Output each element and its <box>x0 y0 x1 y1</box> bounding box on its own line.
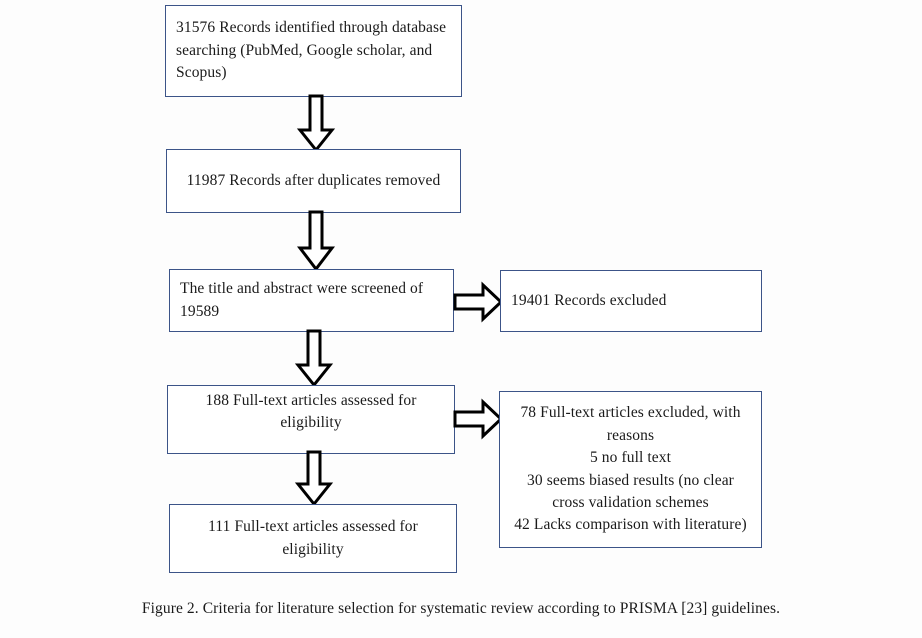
flow-box-fulltext-excluded-reasons-label: 78 Full-text articles excluded, with rea… <box>514 404 747 534</box>
flow-box-fulltext-assessed-188-label: 188 Full-text articles assessed for elig… <box>205 392 417 432</box>
flow-box-records-excluded: 19401 Records excluded <box>500 270 762 332</box>
flow-box-records-identified: 31576 Records identified through databas… <box>165 5 462 97</box>
arrow-right-fulltext-to-fulltext-excluded <box>453 398 504 440</box>
flow-box-fulltext-assessed-111-label: 111 Full-text articles assessed for elig… <box>208 518 418 558</box>
arrow-down-fulltext-188-to-111 <box>294 450 334 507</box>
arrow-down-screened-to-fulltext-188 <box>294 329 334 388</box>
arrow-down-duplicates-to-screened <box>296 210 336 272</box>
flow-box-title-abstract-screened: The title and abstract were screened of … <box>169 269 454 332</box>
figure-caption: Figure 2. Criteria for literature select… <box>141 600 781 617</box>
flow-box-title-abstract-screened-label: The title and abstract were screened of … <box>180 280 424 320</box>
flow-box-records-excluded-label: 19401 Records excluded <box>511 291 667 309</box>
arrow-down-identified-to-duplicates <box>296 94 336 153</box>
flow-box-records-identified-label: 31576 Records identified through databas… <box>176 19 447 82</box>
arrow-right-screened-to-records-excluded <box>453 281 504 323</box>
flow-box-fulltext-assessed-188: 188 Full-text articles assessed for elig… <box>167 385 455 454</box>
flow-box-fulltext-assessed-111: 111 Full-text articles assessed for elig… <box>169 504 457 573</box>
flow-box-duplicates-removed-label: 11987 Records after duplicates removed <box>186 171 441 189</box>
flow-box-fulltext-excluded-reasons: 78 Full-text articles excluded, with rea… <box>499 391 762 548</box>
flow-box-duplicates-removed: 11987 Records after duplicates removed <box>166 149 461 213</box>
